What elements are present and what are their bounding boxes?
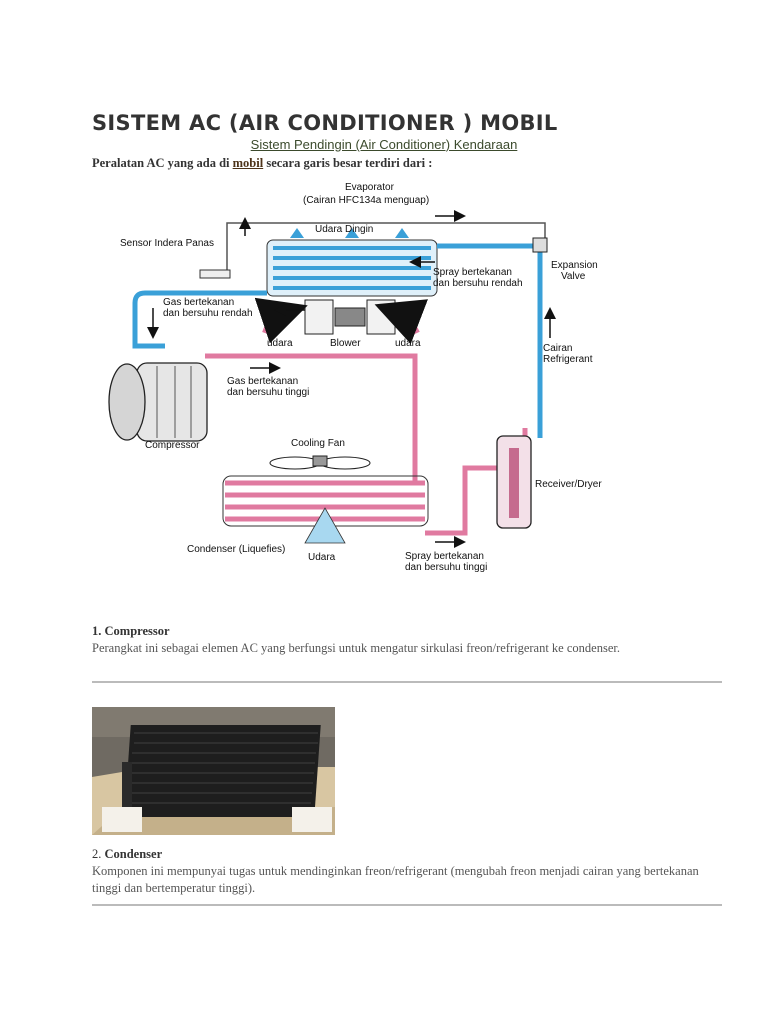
label-sensor: Sensor Indera Panas — [120, 238, 214, 249]
section-title: Condenser — [104, 847, 163, 861]
mobil-link[interactable]: mobil — [232, 156, 264, 170]
compressor — [108, 362, 208, 442]
label-condenser: Condenser (Liquefies) — [187, 544, 285, 555]
label-gas-low-1: Gas bertekanan — [163, 297, 234, 308]
section-heading: 2. Condenser — [92, 846, 722, 863]
label-spray-low-1: Spray bertekanan — [433, 267, 512, 278]
label-expansion-1: Expansion — [551, 260, 598, 271]
subtitle-link-text[interactable]: Sistem Pendingin (Air Conditioner) Kenda… — [250, 137, 518, 152]
ac-system-diagram: Evaporator (Cairan HFC134a menguap) Udar… — [108, 182, 602, 573]
label-blower: Blower — [330, 338, 361, 349]
receiver-dryer — [496, 435, 532, 529]
label-udara-left: udara — [267, 338, 293, 349]
label-gas-high-1: Gas bertekanan — [227, 376, 298, 387]
label-gas-high-2: dan bersuhu tinggi — [227, 387, 309, 398]
cold-air-arrows — [290, 228, 409, 238]
subtitle-link[interactable]: Sistem Pendingin (Air Conditioner) Kenda… — [0, 137, 768, 152]
section-text: Perangkat ini sebagai elemen AC yang ber… — [92, 641, 620, 655]
section-compressor: 1. Compressor Perangkat ini sebagai elem… — [92, 623, 722, 657]
divider-rule — [92, 904, 722, 906]
blower-fan — [304, 299, 396, 335]
page-title: SISTEM AC (AIR CONDITIONER ) MOBIL — [92, 111, 558, 135]
udara-bottom-icon — [304, 507, 346, 544]
divider-rule — [92, 681, 722, 683]
label-gas-low-2: dan bersuhu rendah — [163, 308, 253, 319]
intro-paragraph: Peralatan AC yang ada di mobil secara ga… — [92, 156, 432, 171]
label-evaporator-note: (Cairan HFC134a menguap) — [303, 195, 429, 206]
section-number: 2. — [92, 847, 102, 861]
label-receiver: Receiver/Dryer — [535, 479, 602, 490]
label-compressor: Compressor — [145, 440, 200, 451]
label-udara-right: udara — [395, 338, 421, 349]
flow-arrows — [147, 210, 556, 548]
intro-text-after: secara garis besar terdiri dari : — [263, 156, 433, 170]
expansion-valve — [532, 237, 548, 253]
condenser-photo — [92, 707, 335, 835]
label-spray-high-1: Spray bertekanan — [405, 551, 484, 562]
section-title: Compressor — [104, 624, 170, 638]
label-udara-dingin: Udara Dingin — [315, 224, 373, 235]
label-spray-high-2: dan bersuhu tinggi — [405, 562, 487, 573]
label-cairan-2: Refrigerant — [543, 354, 593, 365]
high-pressure-lines — [205, 353, 528, 536]
section-number: 1. — [92, 624, 102, 638]
label-expansion-2: Valve — [561, 271, 586, 282]
label-evaporator: Evaporator — [345, 182, 395, 193]
sensor-body — [199, 269, 231, 279]
label-cairan-1: Cairan — [543, 343, 572, 354]
air-left-icon — [254, 297, 308, 344]
label-udara-bottom: Udara — [308, 552, 336, 563]
section-condenser: 2. Condenser Komponen ini mempunyai tuga… — [92, 846, 722, 897]
air-right-icon — [374, 299, 429, 345]
label-spray-low-2: dan bersuhu rendah — [433, 278, 523, 289]
label-cooling-fan: Cooling Fan — [291, 438, 345, 449]
evaporator-coil — [266, 239, 438, 297]
intro-text-before: Peralatan AC yang ada di — [92, 156, 233, 170]
cooling-fan — [269, 455, 371, 470]
section-text: Komponen ini mempunyai tugas untuk mendi… — [92, 864, 699, 895]
section-heading: 1. Compressor — [92, 623, 722, 640]
